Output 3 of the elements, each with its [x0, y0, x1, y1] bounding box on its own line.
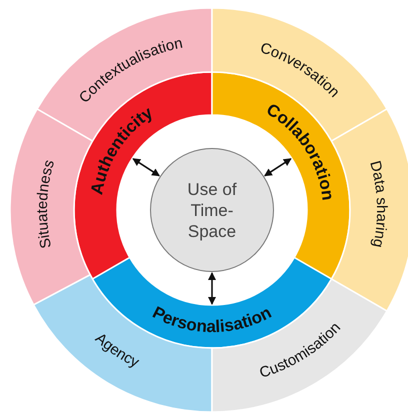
- arrow: [208, 272, 216, 305]
- ring-segment: [330, 108, 408, 312]
- center-label: Use of Time-Space: [186, 178, 238, 242]
